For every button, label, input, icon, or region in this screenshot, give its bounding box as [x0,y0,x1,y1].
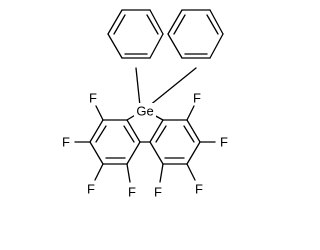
carbon-fluorine-bonds [74,105,216,183]
fluorine-label: F [128,185,136,200]
phenyl-ring-left [107,9,164,59]
fluorine-label: F [195,182,203,197]
fluoro-ring-left [89,119,141,165]
fluoro-ring-right [149,119,201,165]
fluorine-label: F [154,185,162,200]
germanium-label: Ge [136,104,153,119]
germanium-phenyl-bonds [135,67,197,107]
fluorine-label: F [89,91,97,106]
fluorine-label: F [193,91,201,106]
structure-diagram: Ge F F F F F F F F [62,9,228,200]
fluorine-label: F [87,182,95,197]
fluorine-label: F [62,135,70,150]
atom-labels: Ge F F F F F F F F [62,91,228,200]
fluorine-label: F [220,135,228,150]
phenyl-ring-right [167,9,224,59]
